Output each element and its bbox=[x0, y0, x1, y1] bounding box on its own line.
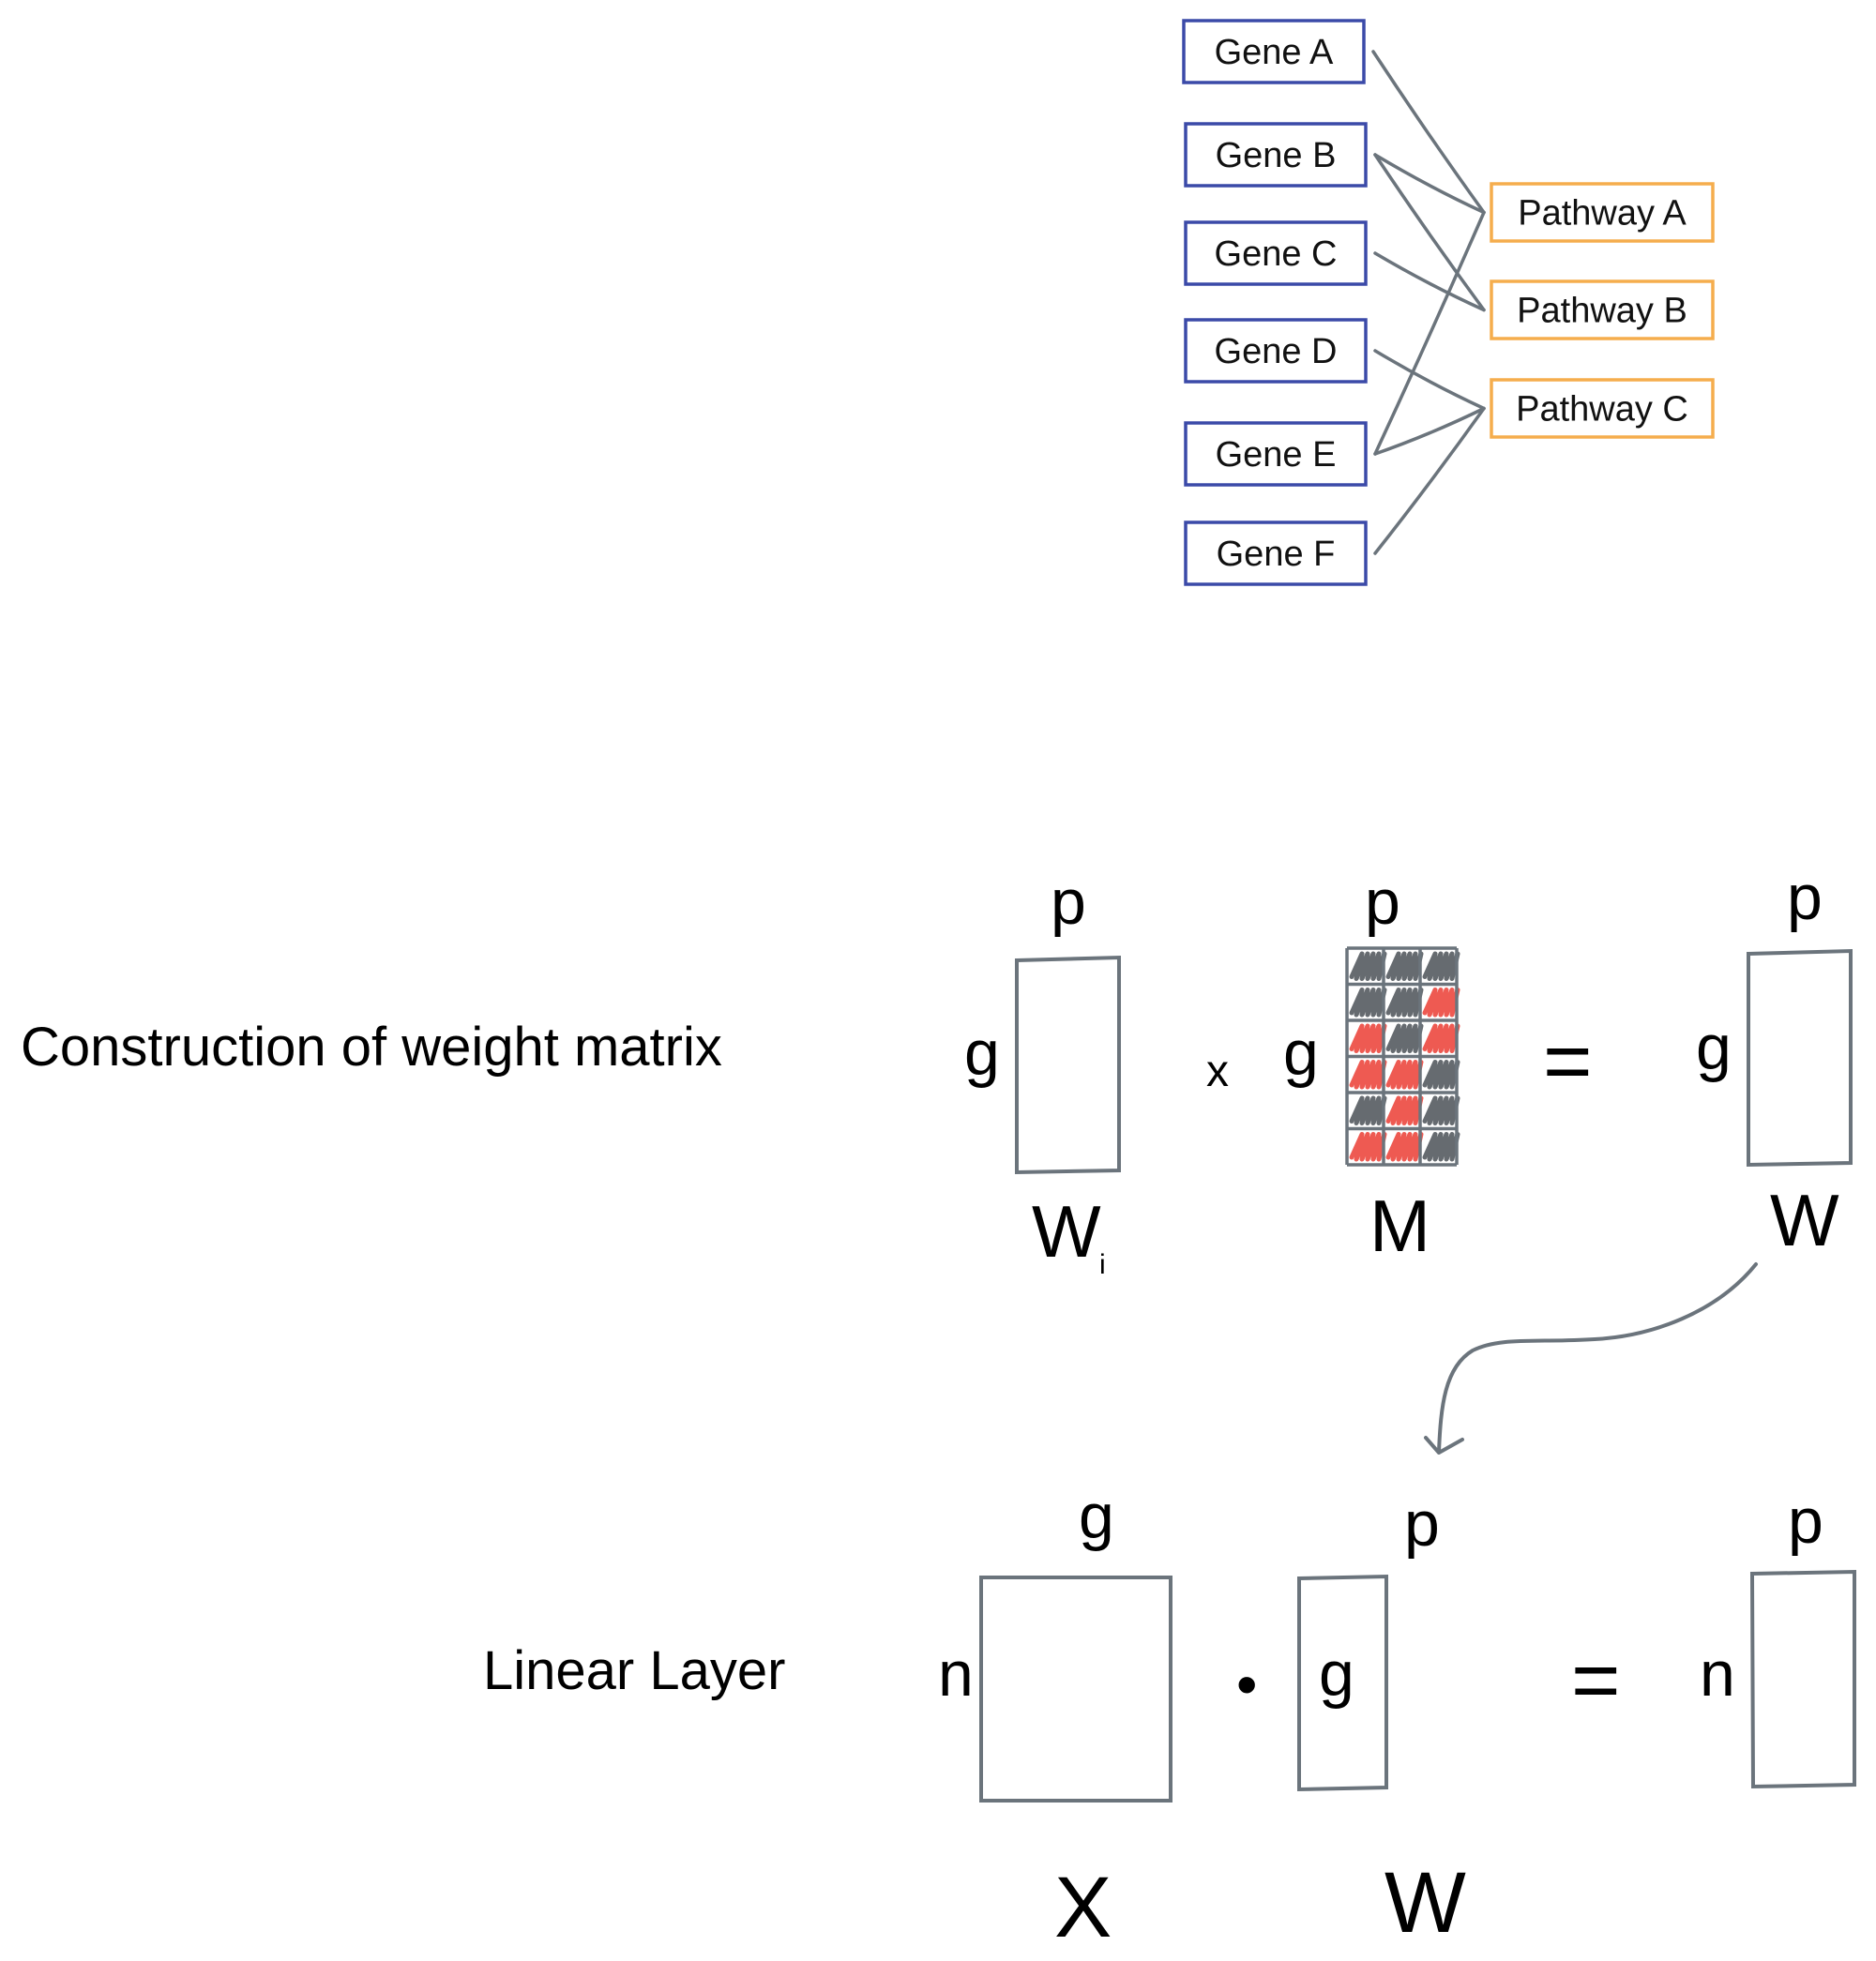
pathway-node-box bbox=[1490, 378, 1715, 439]
gene-pathway-network: Gene A Gene B Gene C Gene D Gene E Gene F Pat… bbox=[1182, 19, 1715, 586]
gene-pathway-edge bbox=[1373, 349, 1486, 411]
w-result-matrix-box bbox=[1747, 948, 1853, 1168]
pathway-node-label: Pathway A bbox=[1518, 194, 1687, 234]
gene-pathway-edge bbox=[1373, 406, 1486, 456]
mask-cell-off bbox=[1385, 1023, 1424, 1053]
gene-nodes: Gene A Gene B Gene C Gene D Gene E Gene F bbox=[1182, 19, 1368, 586]
construction-section: Construction of weight matrix p g W i x … bbox=[21, 862, 1853, 1455]
output-cols-label: p bbox=[1788, 1486, 1823, 1557]
gene-node: Gene D bbox=[1184, 318, 1368, 384]
mask-rows-label: g bbox=[1283, 1018, 1319, 1089]
gene-pathway-edge bbox=[1371, 50, 1486, 215]
x-name: X bbox=[1054, 1860, 1112, 1955]
mask-cell-on bbox=[1385, 1132, 1424, 1162]
w-result-name: W bbox=[1770, 1179, 1839, 1261]
dot-product-operator: • bbox=[1236, 1651, 1257, 1718]
pathway-node-label: Pathway B bbox=[1517, 292, 1687, 331]
gene-node: Gene A bbox=[1182, 19, 1366, 84]
mask-cell-on bbox=[1422, 988, 1460, 1018]
gene-node-box bbox=[1184, 122, 1368, 188]
mask-cell-off bbox=[1422, 1060, 1460, 1090]
gene-pathway-edge bbox=[1373, 153, 1486, 312]
gene-node-label: Gene F bbox=[1217, 535, 1336, 574]
mask-cell-off bbox=[1385, 988, 1424, 1018]
pathway-node: Pathway C bbox=[1490, 378, 1715, 439]
mask-cols-label: p bbox=[1365, 867, 1400, 938]
w-result-rows-label: g bbox=[1696, 1012, 1732, 1083]
x-matrix-box bbox=[979, 1576, 1172, 1803]
pathway-nodes: Pathway A Pathway B Pathway C bbox=[1490, 182, 1715, 439]
gene-node: Gene E bbox=[1184, 421, 1368, 487]
x-rows-label: n bbox=[938, 1638, 974, 1710]
gene-node-label: Gene E bbox=[1216, 435, 1337, 475]
mask-cell-on bbox=[1349, 1060, 1387, 1090]
mask-name: M bbox=[1369, 1184, 1430, 1267]
pathway-node-box bbox=[1490, 182, 1715, 243]
gene-node: Gene F bbox=[1184, 520, 1368, 586]
matrix-w-result: p g W bbox=[1696, 862, 1853, 1261]
w-linear-cols-label: p bbox=[1404, 1488, 1440, 1560]
output-matrix-box bbox=[1749, 1569, 1856, 1789]
gene-pathway-edge bbox=[1373, 406, 1486, 555]
output-rows-label: n bbox=[1700, 1638, 1735, 1710]
gene-pathway-edge bbox=[1373, 251, 1486, 312]
mask-cell-off bbox=[1349, 1095, 1387, 1125]
matrix-wi: p g W i bbox=[964, 867, 1121, 1280]
equals-sign-linear: = bbox=[1571, 1634, 1621, 1727]
mask-cell-off bbox=[1349, 988, 1387, 1018]
mask-cell-off bbox=[1385, 951, 1424, 981]
gene-node: Gene C bbox=[1184, 220, 1368, 286]
w-linear-matrix-box bbox=[1297, 1574, 1388, 1792]
gene-node: Gene B bbox=[1184, 122, 1368, 188]
wi-subscript: i bbox=[1099, 1249, 1106, 1280]
mask-cell-off bbox=[1422, 1095, 1460, 1125]
matrix-w-linear: p g W bbox=[1297, 1488, 1466, 1951]
w-linear-name: W bbox=[1384, 1855, 1466, 1951]
x-cols-label: g bbox=[1079, 1481, 1114, 1552]
matrix-mask-m: p g M bbox=[1283, 867, 1460, 1267]
gene-node-box bbox=[1184, 220, 1368, 286]
construction-title: Construction of weight matrix bbox=[21, 1017, 722, 1078]
linear-layer-title: Linear Layer bbox=[483, 1640, 785, 1701]
gene-node-label: Gene A bbox=[1215, 33, 1334, 72]
pathway-node-label: Pathway C bbox=[1516, 390, 1688, 430]
network-edges bbox=[1371, 50, 1486, 555]
mask-cell-off bbox=[1349, 951, 1387, 981]
gene-node-box bbox=[1182, 19, 1366, 84]
matrix-output: p n bbox=[1700, 1486, 1856, 1789]
w-linear-rows-label: g bbox=[1319, 1638, 1354, 1710]
mask-cell-on bbox=[1349, 1023, 1387, 1053]
mask-cell-on bbox=[1385, 1060, 1424, 1090]
arrow-w-to-linear bbox=[1424, 1262, 1758, 1455]
wi-cols-label: p bbox=[1051, 867, 1086, 938]
curved-arrow-shaft bbox=[1437, 1262, 1758, 1454]
mask-cell-off bbox=[1422, 951, 1460, 981]
pathway-node-box bbox=[1490, 279, 1715, 340]
matrix-x: g n X bbox=[938, 1481, 1172, 1955]
wi-rows-label: g bbox=[964, 1018, 1000, 1089]
gene-pathway-edge bbox=[1373, 210, 1486, 456]
mask-cell-on bbox=[1349, 1132, 1387, 1162]
pathway-node: Pathway B bbox=[1490, 279, 1715, 340]
gene-node-box bbox=[1184, 421, 1368, 487]
wi-name: W bbox=[1032, 1190, 1101, 1273]
mask-cell-on bbox=[1385, 1095, 1424, 1125]
gene-node-box bbox=[1184, 520, 1368, 586]
multiply-operator: x bbox=[1206, 1047, 1229, 1096]
gene-node-label: Gene D bbox=[1215, 332, 1338, 371]
equals-sign-construction: = bbox=[1543, 1015, 1593, 1109]
gene-pathway-edge bbox=[1373, 153, 1486, 215]
mask-grid bbox=[1345, 946, 1460, 1167]
mask-cell-on bbox=[1422, 1023, 1460, 1053]
arrow-head-icon bbox=[1424, 1436, 1464, 1455]
mask-cell-off bbox=[1422, 1132, 1460, 1162]
wi-matrix-box bbox=[1015, 955, 1121, 1175]
pathway-node: Pathway A bbox=[1490, 182, 1715, 243]
gene-node-box bbox=[1184, 318, 1368, 384]
w-result-cols-label: p bbox=[1787, 862, 1823, 933]
gene-node-label: Gene B bbox=[1216, 136, 1337, 175]
gene-node-label: Gene C bbox=[1215, 234, 1338, 274]
linear-layer-section: Linear Layer g n X • p g W = p n bbox=[483, 1481, 1856, 1955]
